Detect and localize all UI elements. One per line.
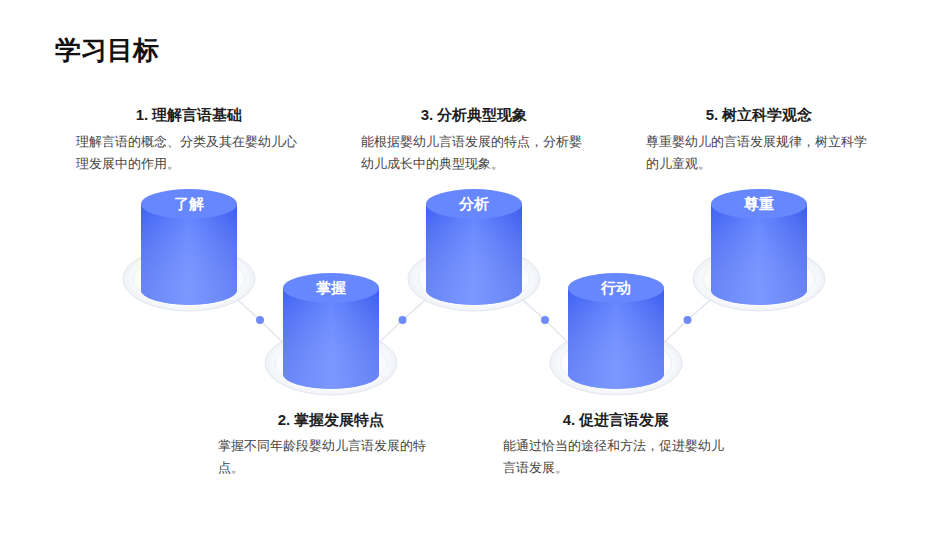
connector-line [379, 299, 426, 342]
cylinder-node: 尊重5. 树立科学观念尊重婴幼儿的言语发展规律，树立科学的儿童观。 [711, 189, 807, 305]
cylinder-shade [568, 288, 664, 389]
cylinder-top [568, 273, 664, 303]
goal-description: 能通过恰当的途径和方法，促进婴幼儿言语发展。 [503, 435, 729, 479]
cylinder-body [568, 288, 664, 389]
connector-dot [256, 316, 264, 324]
cylinder-shade [711, 204, 807, 305]
goal-description: 理解言语的概念、分类及其在婴幼儿心理发展中的作用。 [76, 131, 302, 175]
goal-heading: 4. 促进言语发展 [503, 411, 729, 430]
cylinder-top [141, 189, 237, 219]
cylinder-top [426, 189, 522, 219]
connector-line [664, 299, 711, 342]
goal-heading: 5. 树立科学观念 [646, 106, 872, 125]
goal-heading: 3. 分析典型现象 [361, 106, 587, 125]
cylinder-top [283, 273, 379, 303]
cylinder-label: 尊重 [711, 194, 807, 214]
connector-dot [399, 316, 407, 324]
cylinder-node: 掌握2. 掌握发展特点掌握不同年龄段婴幼儿言语发展的特点。 [283, 273, 379, 389]
cylinder-label: 分析 [426, 194, 522, 214]
cylinder-shade [426, 204, 522, 305]
cylinder-top [711, 189, 807, 219]
cylinder-shade [141, 204, 237, 305]
cylinder-shade [283, 288, 379, 389]
page-title: 学习目标 [55, 33, 159, 68]
cylinder-body [711, 204, 807, 305]
cylinder-body [426, 204, 522, 305]
connector-line [522, 299, 568, 342]
cylinder-body [283, 288, 379, 389]
connector-dot [541, 316, 549, 324]
goal-description: 掌握不同年龄段婴幼儿言语发展的特点。 [218, 435, 444, 479]
goal-heading: 2. 掌握发展特点 [218, 411, 444, 430]
connector-dot [684, 316, 692, 324]
connector-line [237, 299, 283, 342]
goal-heading: 1. 理解言语基础 [76, 106, 302, 125]
cylinder-node: 了解1. 理解言语基础理解言语的概念、分类及其在婴幼儿心理发展中的作用。 [141, 189, 237, 305]
cylinder-label: 行动 [568, 278, 664, 298]
goal-description: 尊重婴幼儿的言语发展规律，树立科学的儿童观。 [646, 131, 872, 175]
cylinder-node: 行动4. 促进言语发展能通过恰当的途径和方法，促进婴幼儿言语发展。 [568, 273, 664, 389]
cylinder-label: 掌握 [283, 278, 379, 298]
cylinder-node: 分析3. 分析典型现象能根据婴幼儿言语发展的特点，分析婴幼儿成长中的典型现象。 [426, 189, 522, 305]
goal-description: 能根据婴幼儿言语发展的特点，分析婴幼儿成长中的典型现象。 [361, 131, 587, 175]
cylinder-label: 了解 [141, 194, 237, 214]
cylinder-body [141, 204, 237, 305]
